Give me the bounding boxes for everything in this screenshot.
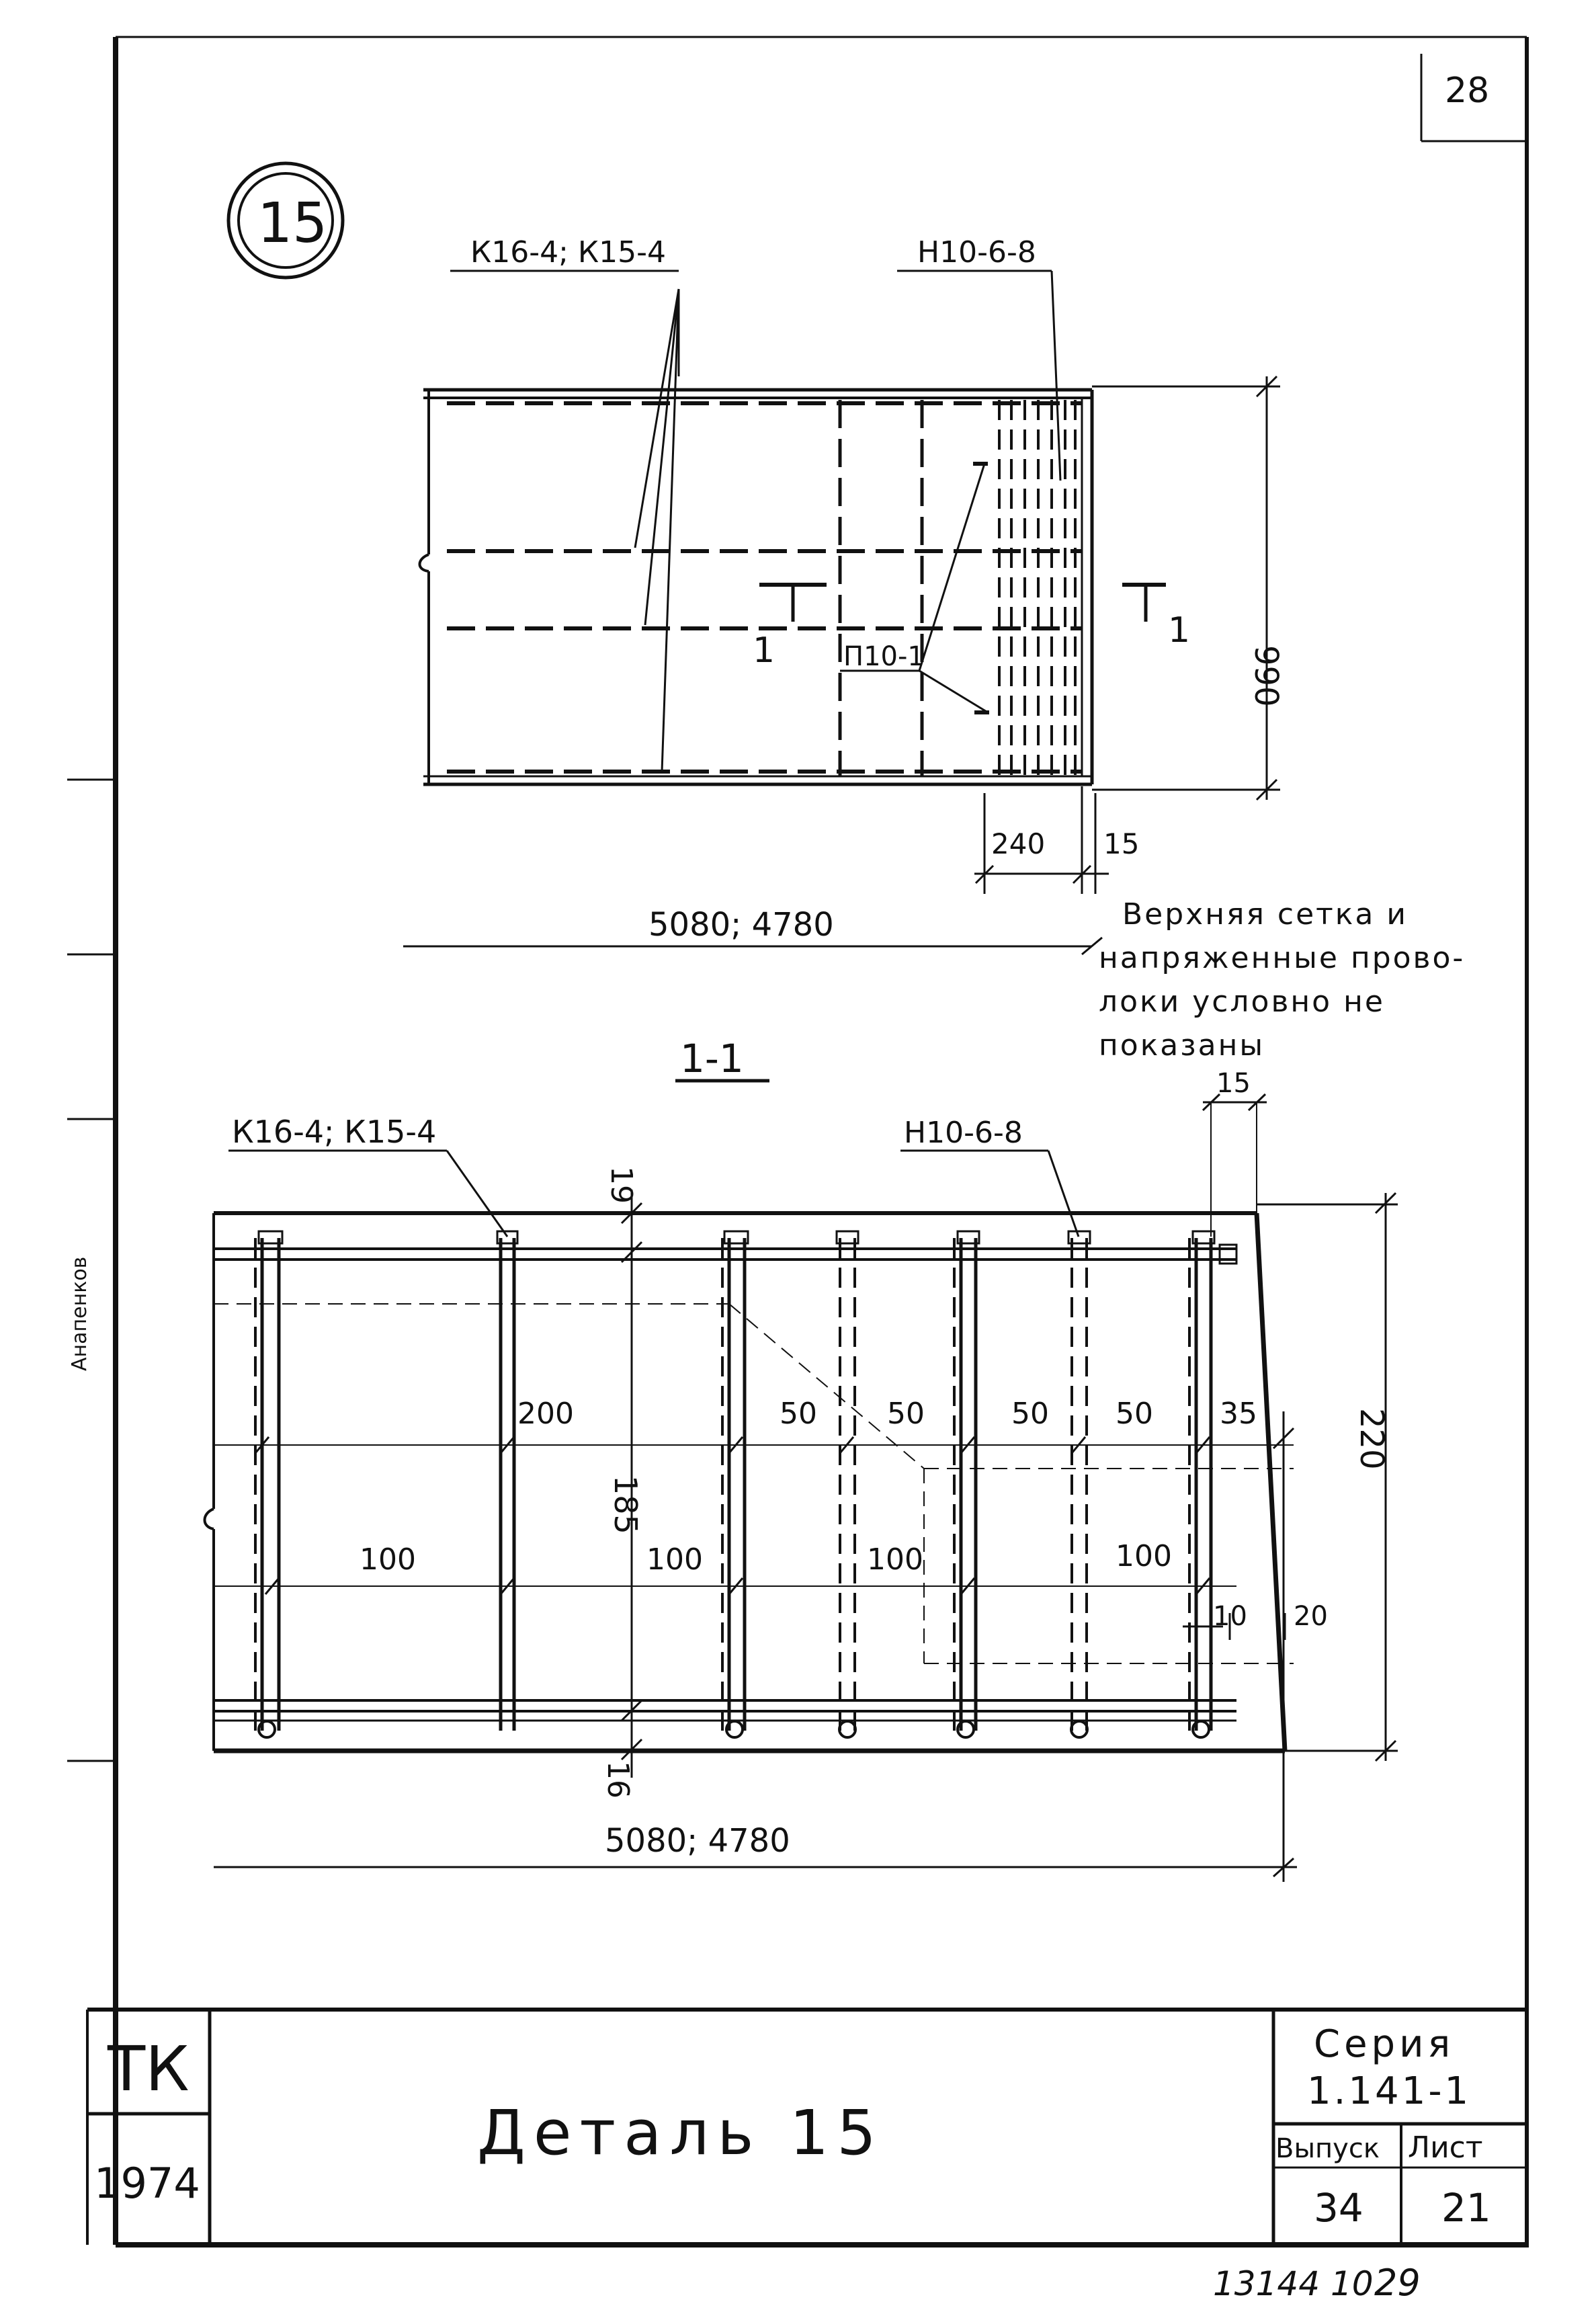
- title-series-value: 1.141-1: [1307, 2069, 1471, 2113]
- plan-callout-top-left: К16-4; К15-4: [470, 235, 666, 270]
- section-dim-185: 185: [607, 1475, 644, 1534]
- sheet-frame: [67, 36, 1529, 2247]
- plan-view: [403, 270, 1280, 956]
- title-issue-value: 34: [1314, 2185, 1363, 2231]
- plan-section-mark-left: 1: [753, 630, 775, 671]
- title-block: [86, 2008, 1527, 2245]
- title-year: 1974: [94, 2159, 200, 2208]
- note-line-3: локи условно не: [1099, 985, 1385, 1019]
- section-dim-220: 220: [1353, 1408, 1390, 1470]
- section-dim-100c: 100: [867, 1542, 923, 1577]
- section-dim-20: 20: [1294, 1601, 1328, 1632]
- title-main: Деталь 15: [477, 2097, 884, 2169]
- section-dim-16: 16: [601, 1761, 635, 1799]
- section-view: [203, 1093, 1398, 1882]
- note-line-1: Верхняя сетка и: [1122, 897, 1408, 932]
- detail-marker-number: 15: [257, 192, 327, 255]
- title-issue-label: Выпуск: [1275, 2133, 1380, 2164]
- section-dim-50a: 50: [780, 1397, 817, 1431]
- section-callout-right: Н10-6-8: [904, 1116, 1023, 1150]
- section-dim-top-15: 15: [1216, 1068, 1251, 1099]
- sheet-number: 28: [1445, 71, 1489, 111]
- section-dim-10: 10: [1213, 1601, 1247, 1632]
- plan-callout-top-right: Н10-6-8: [917, 235, 1036, 270]
- plan-dim-240: 240: [991, 827, 1045, 860]
- title-org: ТК: [107, 2033, 190, 2105]
- section-dim-50d: 50: [1116, 1397, 1153, 1431]
- section-dim-100b: 100: [646, 1542, 703, 1577]
- section-dim-200: 200: [517, 1397, 574, 1431]
- section-dim-100d: 100: [1116, 1539, 1172, 1573]
- section-dim-35: 35: [1220, 1397, 1257, 1431]
- plan-dim-height: 990: [1247, 645, 1285, 707]
- section-dim-50b: 50: [887, 1397, 925, 1431]
- section-title: 1-1: [680, 1036, 744, 1081]
- plan-dim-15: 15: [1103, 827, 1139, 860]
- footer-number: 29: [1374, 2262, 1421, 2304]
- section-dim-50c: 50: [1011, 1397, 1049, 1431]
- section-callout-left: К16-4; К15-4: [232, 1114, 436, 1150]
- margin-signature: Анапенков: [68, 1257, 91, 1371]
- note-line-4: показаны: [1099, 1028, 1265, 1063]
- section-dim-100a: 100: [360, 1542, 416, 1577]
- detail-marker: 15: [226, 161, 345, 280]
- note: Верхняя сетка и напряженные прово- локи …: [1099, 897, 1465, 1063]
- section-dim-19: 19: [604, 1166, 638, 1204]
- plan-dim-length: 5080; 4780: [648, 906, 834, 944]
- title-series-label: Серия: [1314, 2022, 1454, 2066]
- plan-callout-mid: П10-1: [843, 641, 925, 672]
- footer-stamp: 13144 10: [1213, 2264, 1374, 2303]
- title-sheet-value: 21: [1441, 2185, 1491, 2231]
- section-dim-length: 5080; 4780: [605, 1822, 790, 1860]
- title-sheet-label: Лист: [1408, 2131, 1483, 2165]
- note-line-2: напряженные прово-: [1099, 941, 1465, 975]
- plan-section-mark-right: 1: [1168, 610, 1190, 651]
